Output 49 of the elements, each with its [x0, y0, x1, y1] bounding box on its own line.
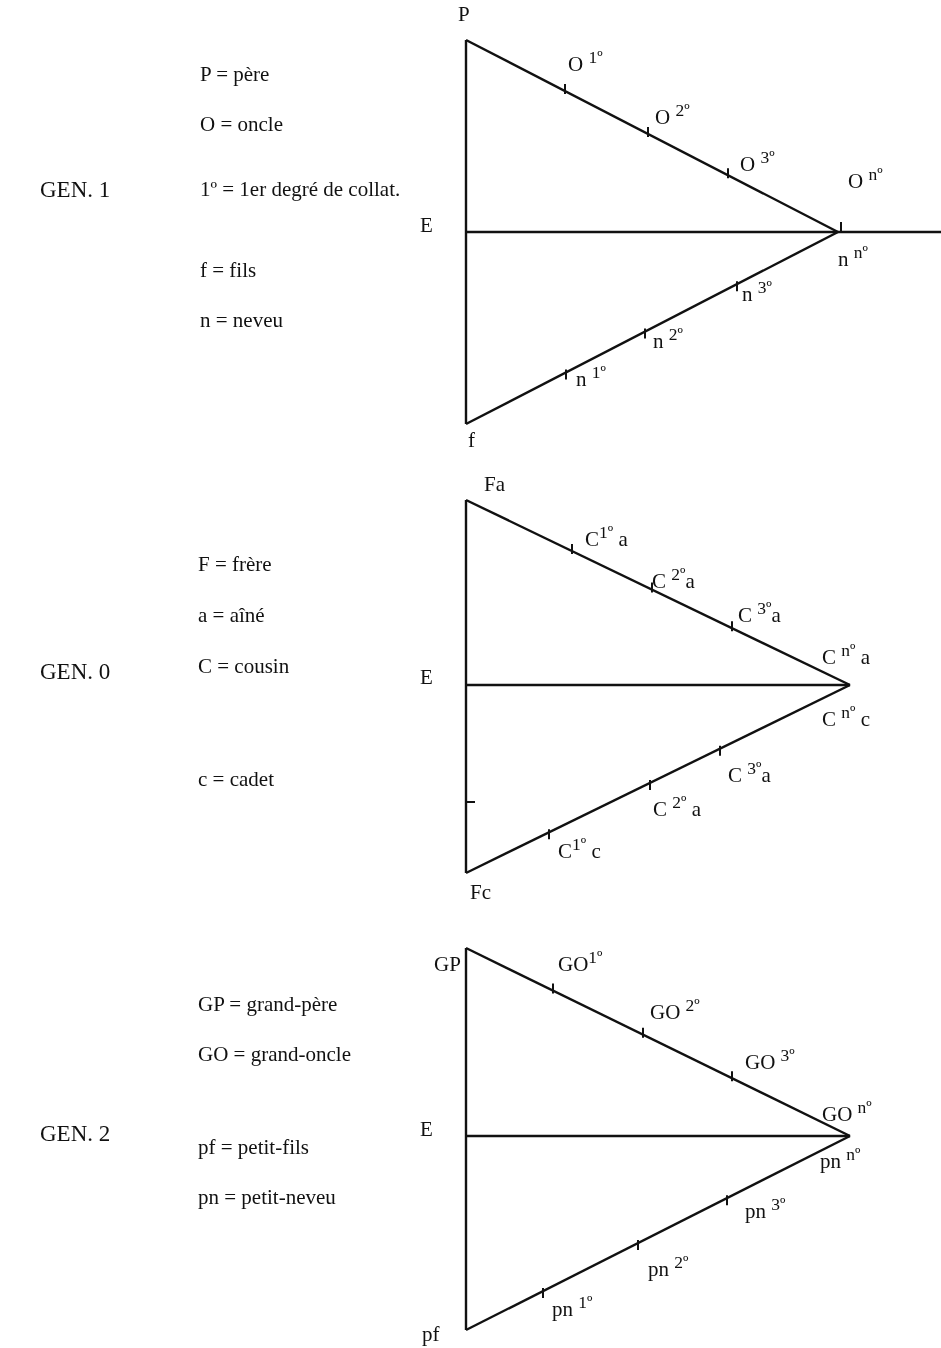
degree-label: C $^{2º}$ a [653, 791, 702, 821]
key-entry: GP = grand-père [198, 992, 338, 1016]
degree-label: pn $^{1º}$ [552, 1291, 593, 1321]
generation-label: GEN. 0 [40, 660, 111, 684]
key-entry: F = frère [198, 552, 272, 576]
degree-label: n $^{1º}$ [576, 361, 606, 391]
key-entry: f = fils [200, 258, 257, 282]
key-entry: pn = petit-neveu [198, 1185, 336, 1209]
key-entry: pf = petit-fils [198, 1135, 309, 1159]
vertex-label: Fa [484, 472, 505, 496]
degree-label: C $^{3º}$a [728, 757, 771, 787]
degree-label: O $^{1º}$ [568, 46, 603, 76]
vertex-label: E [420, 1117, 433, 1141]
vertex-label: P [458, 2, 470, 26]
generation-label: GEN. 1 [40, 178, 111, 202]
degree-label: GO $^{2º}$ [650, 994, 700, 1024]
vertex-label: pf [422, 1322, 440, 1346]
key-entry: 1º = 1er degré de collat. [200, 177, 402, 201]
key-entry: GO = grand-oncle [198, 1042, 351, 1066]
vertex-label: E [420, 665, 433, 689]
vertex-label: f [468, 428, 475, 452]
degree-label: C$^{1º}$ c [558, 833, 601, 863]
key-entry: n = neveu [200, 308, 283, 332]
key-entry: C = cousin [198, 654, 290, 678]
degree-label: C $^{nº}$ a [822, 639, 871, 669]
key-entry: O = oncle [200, 112, 283, 136]
degree-label: n $^{nº}$ [838, 241, 868, 271]
degree-label: C $^{2º}$a [652, 563, 695, 593]
degree-label: C $^{3º}$a [738, 597, 781, 627]
degree-label: O $^{3º}$ [740, 146, 775, 176]
key-entry: c = cadet [198, 767, 274, 791]
vertex-label: GP [434, 952, 461, 976]
degree-label: GO $^{3º}$ [745, 1044, 795, 1074]
degree-label: pn $^{2º}$ [648, 1251, 689, 1281]
degree-label: n $^{2º}$ [653, 323, 683, 353]
degree-label: pn $^{nº}$ [820, 1143, 861, 1173]
generation-label: GEN. 2 [40, 1122, 111, 1146]
key-entry: a = aîné [198, 603, 265, 627]
degree-label: O $^{2º}$ [655, 99, 690, 129]
degree-label: O $^{nº}$ [848, 163, 883, 193]
key-entry: P = père [200, 62, 270, 86]
degree-label: n $^{3º}$ [742, 276, 772, 306]
vertex-label: Fc [470, 880, 491, 904]
vertex-label: E [420, 213, 433, 237]
degree-label: GO$^{1º}$ [558, 946, 603, 976]
degree-label: C$^{1º}$ a [585, 521, 628, 551]
degree-label: pn $^{3º}$ [745, 1193, 786, 1223]
degree-label: C $^{nº}$ c [822, 701, 871, 731]
degree-label: GO $^{nº}$ [822, 1096, 872, 1126]
